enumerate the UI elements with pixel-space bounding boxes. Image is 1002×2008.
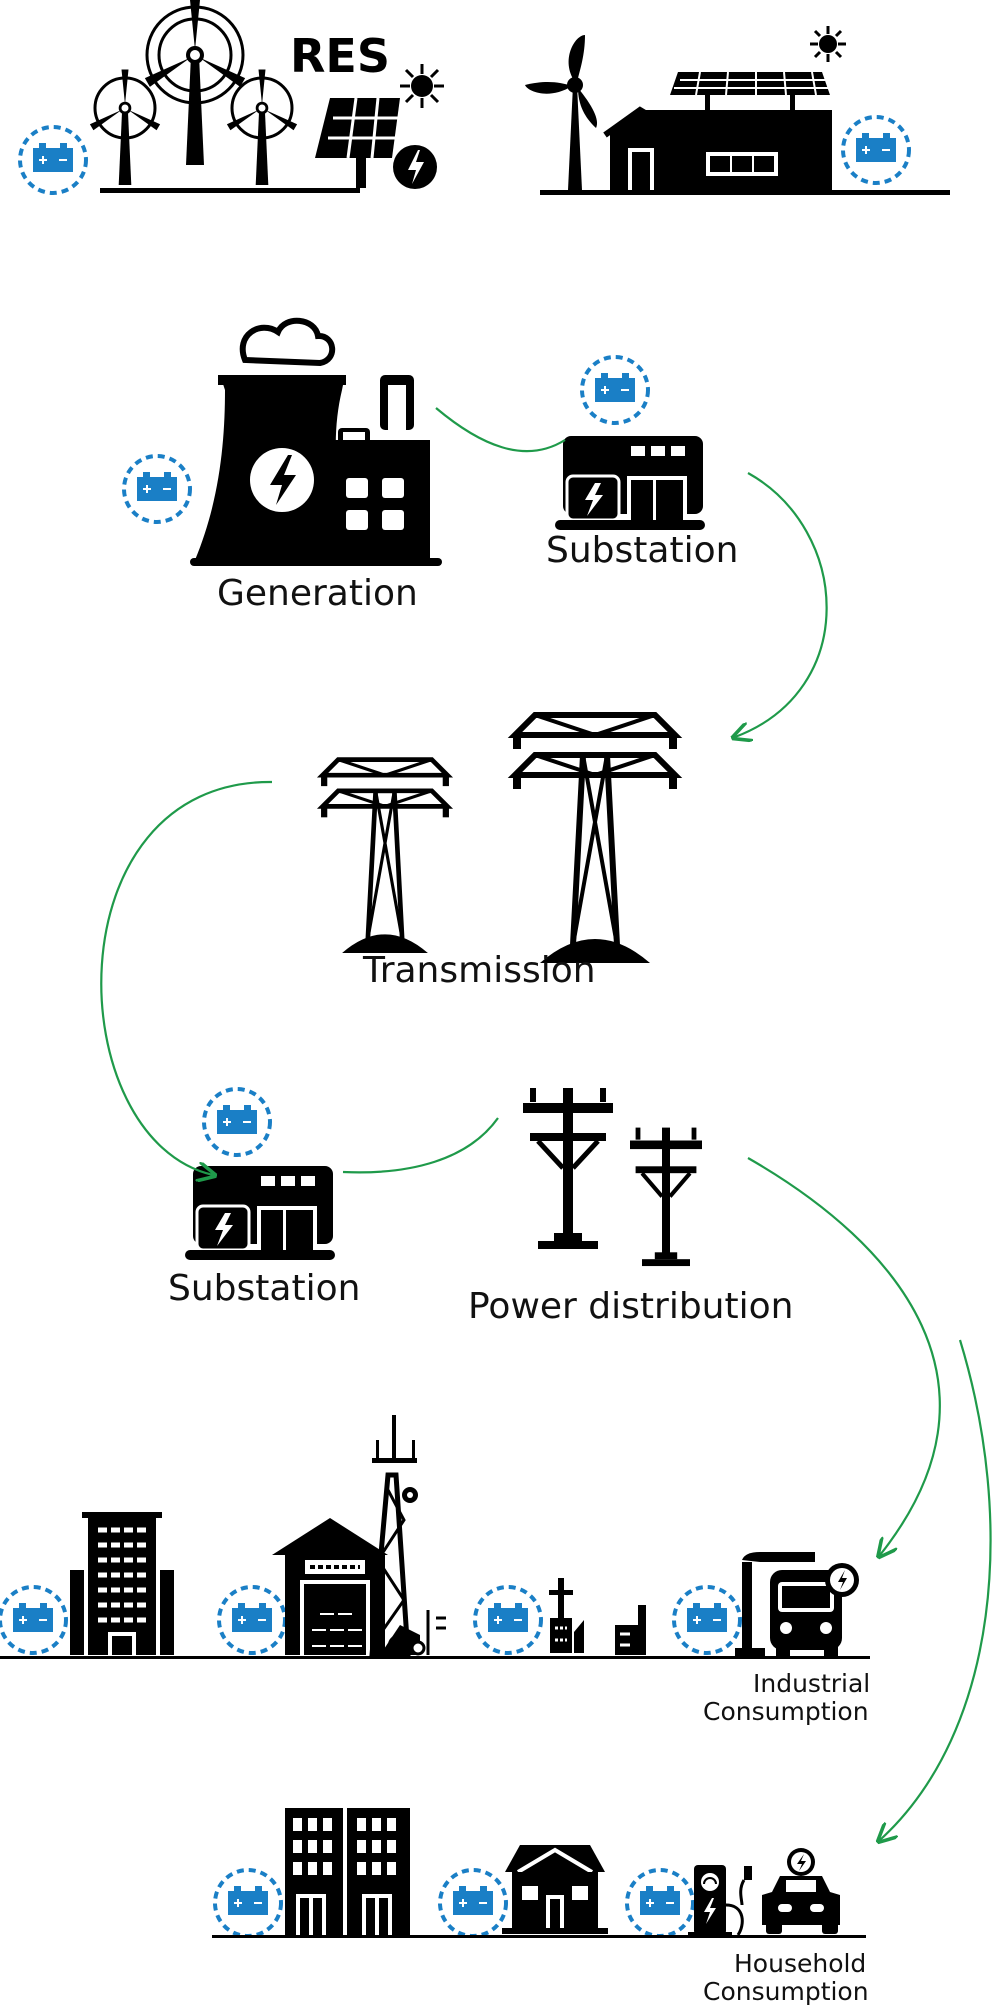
battery-icon [473, 1585, 543, 1655]
flow-arrows [100, 407, 992, 1840]
household-row [212, 1808, 866, 1938]
arrow-generation-substation [435, 407, 566, 453]
ground-line [100, 188, 360, 193]
arrow-distribution-industrial [747, 1157, 941, 1555]
battery-icon [213, 1868, 283, 1938]
factory-icon [549, 1578, 646, 1655]
battery-icon [672, 1585, 742, 1655]
barn-icon [603, 71, 832, 190]
household-label-line2: Consumption [703, 1977, 869, 2006]
substation-label: Substation [168, 1268, 360, 1309]
arrow-transmission-substation [100, 780, 273, 1175]
battery-icon [217, 1585, 287, 1655]
battery-icon [841, 115, 911, 185]
transmission-label: Transmission [362, 950, 596, 991]
ground-line [540, 190, 950, 195]
substation-icon [183, 1164, 337, 1262]
household-label-line1: Household [734, 1949, 866, 1978]
substation-icon [553, 434, 707, 532]
arrow-substation-distribution [342, 1117, 499, 1174]
ground-line [212, 1935, 866, 1938]
house-icon [502, 1845, 608, 1934]
generation-label: Generation [217, 573, 418, 614]
battery-icon [438, 1868, 508, 1938]
utility-pole-icon [523, 1088, 702, 1266]
res-group: RES [18, 0, 444, 195]
sun-icon [400, 64, 444, 108]
power-plant-icon [190, 317, 442, 566]
ev-charger-icon [688, 1865, 752, 1938]
warehouse-icon [272, 1518, 388, 1655]
apartment-icon [285, 1808, 410, 1935]
solar-panel-icon [315, 97, 437, 189]
transmission-tower-icon [321, 715, 677, 963]
battery-icon [122, 454, 192, 524]
office-building-icon [70, 1512, 174, 1655]
res-label: RES [290, 29, 390, 83]
radio-tower-icon [369, 1415, 446, 1658]
industrial-label-line2: Consumption [703, 1697, 869, 1726]
battery-icon [18, 125, 88, 195]
ev-bus-icon [735, 1552, 859, 1656]
ground-line [0, 1656, 870, 1659]
industrial-label-line1: Industrial [753, 1669, 870, 1698]
battery-icon [625, 1868, 695, 1938]
substation-label: Substation [546, 530, 738, 571]
electric-car-icon [762, 1848, 840, 1934]
sun-icon [810, 26, 846, 62]
wind-turbine-icon [525, 35, 598, 190]
industrial-row [0, 1415, 870, 1659]
wind-turbine-icon [88, 0, 299, 187]
arrow-substation-transmission [735, 472, 828, 737]
distribution-label: Power distribution [468, 1286, 793, 1327]
barn-group [525, 26, 950, 195]
arrow-distribution-household [880, 1339, 992, 1840]
battery-icon [580, 355, 650, 425]
battery-icon [0, 1585, 68, 1655]
battery-icon [202, 1087, 272, 1157]
